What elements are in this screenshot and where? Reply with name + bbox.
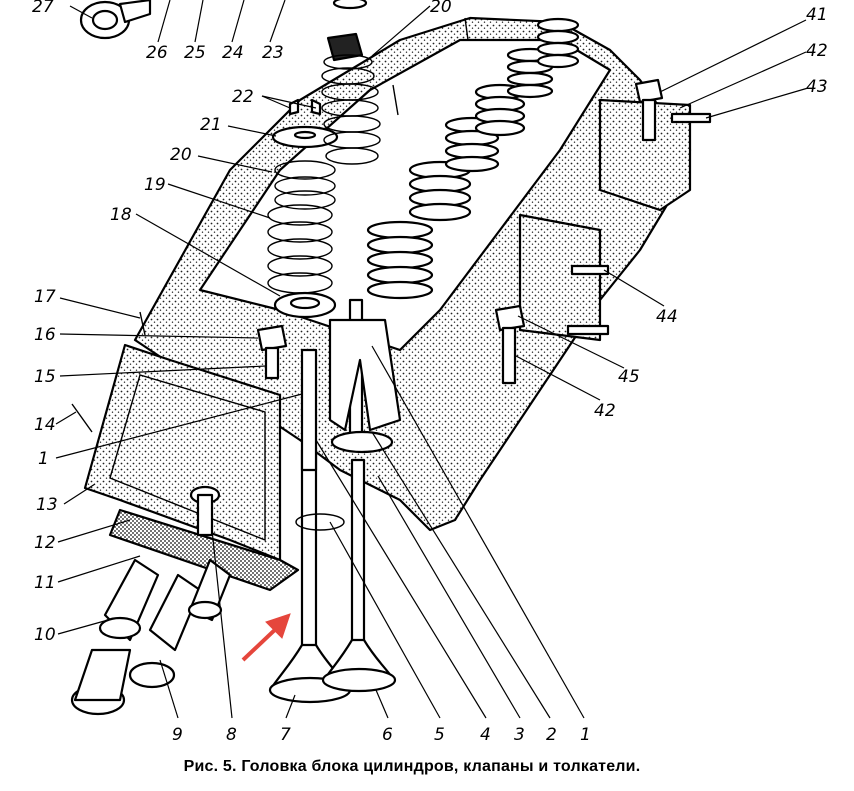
callout-16: 16 (34, 325, 56, 345)
callout-3: 3 (514, 725, 525, 745)
callout-11: 11 (34, 573, 56, 593)
valve-keepers-22 (288, 98, 322, 116)
guide-bracket-2 (328, 318, 402, 432)
intake-port-side (598, 98, 692, 212)
callout-22: 22 (232, 87, 254, 107)
callout-41: 41 (806, 5, 828, 25)
callout-4: 4 (480, 725, 491, 745)
callout-44: 44 (656, 307, 678, 327)
inner-spring-20 (274, 160, 336, 210)
callout-5: 5 (434, 725, 445, 745)
pointer-arrow (241, 613, 291, 662)
pushrods (300, 298, 402, 472)
callout-14: 14 (34, 415, 56, 435)
valve-cup-1 (330, 430, 394, 454)
head-end-face-inner (109, 374, 266, 542)
callout-42-top: 42 (806, 41, 828, 61)
callout-2: 2 (546, 725, 557, 745)
washer-23 (332, 0, 368, 10)
spring-stack-6 (536, 17, 580, 69)
callout-8: 8 (226, 725, 237, 745)
stud-top-2 (464, 17, 469, 41)
callout-7: 7 (280, 725, 291, 745)
spring-stack-1 (366, 220, 434, 300)
valve-cap (326, 32, 364, 62)
callout-23: 23 (262, 43, 284, 63)
exhaust-flange (518, 213, 602, 342)
callout-20-lower: 20 (170, 145, 192, 165)
stud-top-1 (392, 84, 399, 116)
valve-seat-ring-5 (295, 513, 345, 531)
callouts: 27 26 25 24 23 20 22 21 20 19 18 17 16 1… (32, 0, 828, 745)
callout-12: 12 (34, 533, 56, 553)
callout-26: 26 (146, 43, 168, 63)
callout-42-bottom: 42 (594, 401, 616, 421)
leader-lines (55, 0, 809, 719)
pushrod-4 (300, 348, 318, 472)
head-gasket-flange (108, 508, 300, 592)
valve-springs (366, 17, 580, 300)
upper-spring-set (321, 0, 381, 165)
tappet-10 (70, 558, 160, 716)
callout-18: 18 (110, 205, 132, 225)
callout-45: 45 (618, 367, 640, 387)
outer-spring-19 (267, 204, 333, 294)
callout-10: 10 (34, 625, 56, 645)
valves (268, 448, 397, 704)
stud-45 (566, 324, 610, 336)
bolt-41 (634, 78, 664, 142)
exploded-valve-spring (267, 98, 339, 319)
bolt-16 (256, 324, 288, 380)
stud-14 (71, 403, 93, 433)
tappet-bolt (189, 485, 221, 537)
callout-25: 25 (184, 43, 206, 63)
cylinder-head (83, 16, 692, 592)
head-studs (71, 17, 469, 433)
bolts (256, 78, 712, 385)
stud-43 (670, 112, 712, 124)
pointer-arrow-shaft (241, 623, 282, 662)
rocker-fragment (79, 0, 152, 40)
bolt-42 (494, 304, 526, 385)
callout-43: 43 (806, 77, 828, 97)
stud-17 (139, 311, 146, 336)
callout-13: 13 (36, 495, 58, 515)
callout-21: 21 (200, 115, 222, 135)
stud-44 (570, 264, 610, 276)
callout-20-upper: 20 (430, 0, 452, 17)
tappets (70, 485, 232, 716)
figure-caption: Рис. 5. Головка блока цилиндров, клапаны… (183, 758, 641, 775)
callout-1-bottom: 1 (580, 725, 591, 745)
callout-9: 9 (172, 725, 183, 745)
callout-19: 19 (144, 175, 166, 195)
pointer-arrow-head (265, 613, 291, 639)
callout-6: 6 (382, 725, 393, 745)
callout-1-left: 1 (38, 449, 49, 469)
valve-6 (321, 458, 397, 693)
callout-24: 24 (222, 43, 244, 63)
callout-27: 27 (32, 0, 54, 17)
callout-15: 15 (34, 367, 56, 387)
callout-17: 17 (34, 287, 56, 307)
